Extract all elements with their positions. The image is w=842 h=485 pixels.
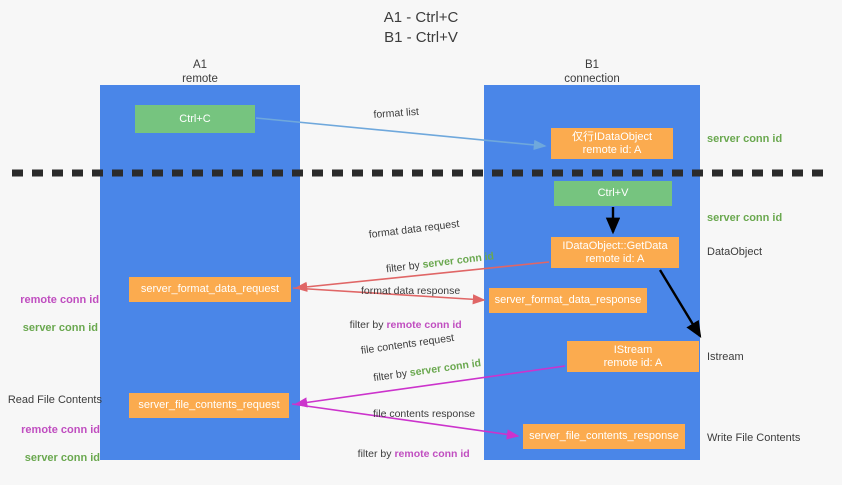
label-server-conn-id-top: server conn id bbox=[707, 133, 783, 145]
label-conn-ids-lower: remote conn id server conn id bbox=[8, 409, 100, 479]
edge-label-file-contents-response: file contents response bbox=[373, 408, 476, 420]
box-server-file-contents-response[interactable]: server_file_contents_response bbox=[523, 424, 685, 449]
edge-label-format-list: format list bbox=[373, 105, 420, 121]
label-server-conn-id-second: server conn id bbox=[707, 212, 783, 224]
filter-by-text-2: filter by bbox=[349, 319, 387, 331]
box-ctrl-v[interactable]: Ctrl+V bbox=[554, 181, 672, 206]
edge-filter-file-contents-response: filter by remote conn id bbox=[346, 433, 470, 475]
label-server-conn-id-upper: server conn id bbox=[22, 322, 98, 334]
edge-filter-format-data-response: filter by remote conn id bbox=[338, 304, 462, 346]
filter-by-text-1: filter by bbox=[385, 258, 424, 276]
filter-value-remote-conn-id-2: remote conn id bbox=[394, 448, 470, 460]
label-remote-conn-id-lower: remote conn id bbox=[21, 424, 100, 436]
label-write-file-contents: Write File Contents bbox=[707, 432, 801, 444]
label-dataobject: DataObject bbox=[707, 246, 763, 258]
filter-value-server-conn-id-1: server conn id bbox=[421, 250, 495, 271]
label-istream: Istream bbox=[707, 351, 744, 363]
box-istream[interactable]: IStream remote id: A bbox=[567, 341, 699, 372]
filter-by-text-3: filter by bbox=[372, 367, 411, 385]
box-ctrl-c[interactable]: Ctrl+C bbox=[135, 105, 255, 133]
filter-by-text-4: filter by bbox=[357, 448, 395, 460]
label-server-conn-id-lower: server conn id bbox=[24, 452, 100, 464]
label-remote-conn-id-upper: remote conn id bbox=[20, 294, 100, 306]
filter-value-remote-conn-id-1: remote conn id bbox=[386, 319, 462, 331]
box-idataobject[interactable]: 仅行IDataObject remote id: A bbox=[551, 128, 673, 159]
box-server-format-data-request[interactable]: server_format_data_request bbox=[129, 277, 291, 302]
box-server-file-contents-request[interactable]: server_file_contents_request bbox=[129, 393, 289, 418]
box-idataobject-getdata[interactable]: IDataObject::GetData remote id: A bbox=[551, 237, 679, 268]
edge-label-format-data-response: format data response bbox=[361, 285, 461, 297]
filter-value-server-conn-id-2: server conn id bbox=[409, 357, 482, 379]
lane-a1-header: A1 remote bbox=[182, 59, 218, 85]
label-conn-ids-upper: remote conn id server conn id bbox=[8, 279, 100, 349]
page-title: A1 - Ctrl+C B1 - Ctrl+V bbox=[383, 9, 459, 46]
edge-label-format-data-request: format data request bbox=[368, 217, 460, 241]
label-read-file-contents: Read File Contents bbox=[7, 394, 102, 406]
box-server-format-data-response[interactable]: server_format_data_response bbox=[489, 288, 647, 313]
lane-b1-header: B1 connection bbox=[564, 59, 620, 85]
